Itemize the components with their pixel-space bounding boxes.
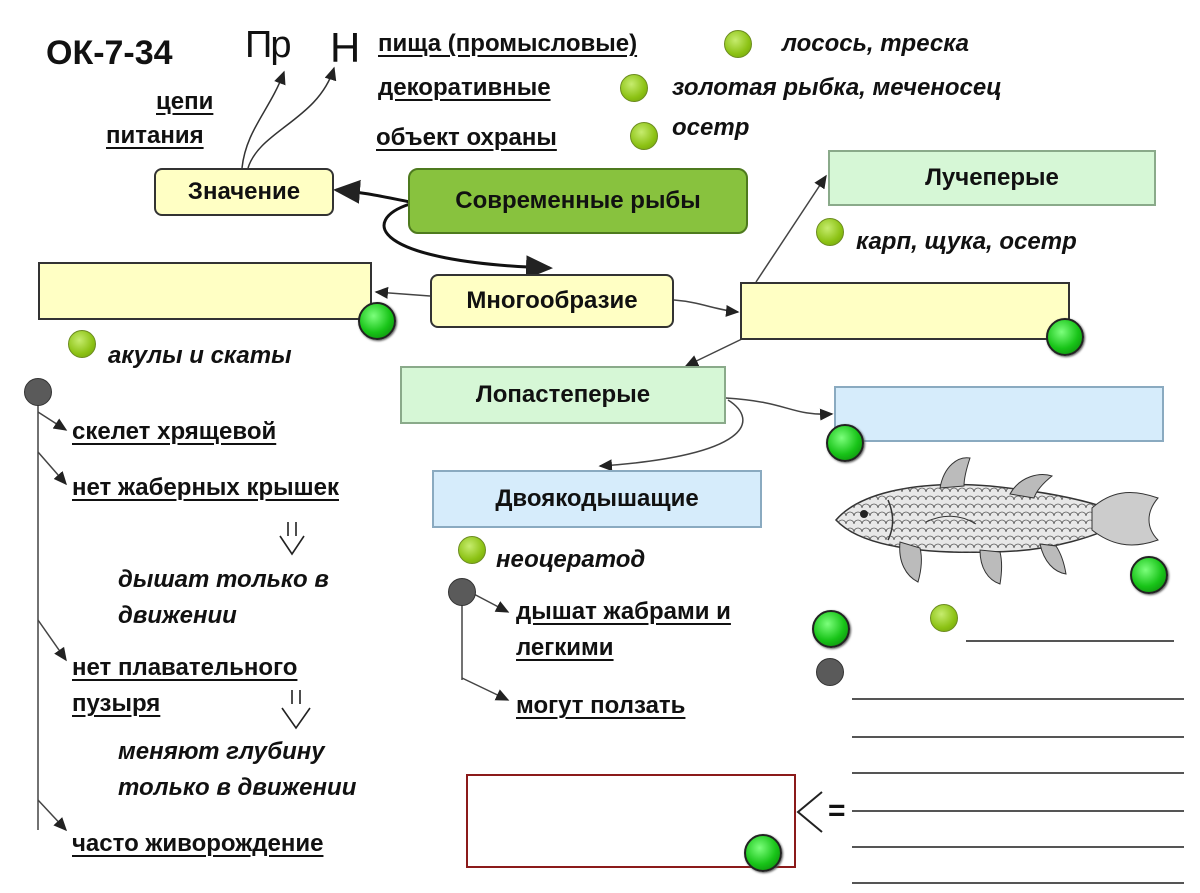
- answer-dot: [744, 834, 782, 872]
- node-dvoyakodyshashchie: Двоякодышащие: [432, 470, 762, 528]
- use-protection-label: объект охраны: [376, 124, 557, 151]
- glyph-pr: Пр: [245, 24, 291, 66]
- answer-dot: [816, 658, 844, 686]
- lungfish-trait-crawl: могут ползать: [516, 692, 686, 719]
- use-decor-example: золотая рыбка, меченосец: [672, 74, 1002, 101]
- blank-box-summary: [466, 774, 796, 868]
- trait-no-gill-covers: нет жаберных крышек: [72, 474, 339, 501]
- lungfish-trait-breath-2: легкими: [516, 634, 614, 661]
- lungfish-root-dot: [448, 578, 476, 606]
- answer-dot: [68, 330, 96, 358]
- answer-dot: [620, 74, 648, 102]
- answer-line: [852, 772, 1184, 774]
- use-decor-label: декоративные: [378, 74, 551, 101]
- answer-line: [852, 882, 1184, 884]
- example-lucheperye: карп, щука, осетр: [856, 228, 1077, 255]
- blank-box-bony: [740, 282, 1070, 340]
- answer-line: [852, 698, 1184, 700]
- card-code: ОК-7-34: [46, 34, 173, 72]
- chains-line-2: питания: [106, 122, 204, 149]
- trait-no-swim-bladder-2: пузыря: [72, 690, 161, 717]
- consequence-1a: дышат только в: [118, 566, 329, 593]
- blank-box-cartilaginous: [38, 262, 372, 320]
- trait-no-swim-bladder-1: нет плавательного: [72, 654, 298, 681]
- use-food-label: пища (промысловые): [378, 30, 638, 57]
- glyph-h: Н: [330, 24, 361, 71]
- node-sovremennye: Современные рыбы: [408, 168, 748, 234]
- chains-line-1: цепи: [156, 88, 214, 115]
- blank-box-coelacanth: [834, 386, 1164, 442]
- answer-dot: [826, 424, 864, 462]
- consequence-1b: движении: [118, 602, 237, 629]
- use-protection-example: осетр: [672, 114, 750, 141]
- use-food-example: лосось, треска: [782, 30, 970, 57]
- example-lungfish: неоцератод: [496, 546, 646, 573]
- answer-line: [852, 846, 1184, 848]
- node-lopasteperye: Лопастеперые: [400, 366, 726, 424]
- consequence-2b: только в движении: [118, 774, 357, 801]
- node-lucheperye: Лучеперые: [828, 150, 1156, 206]
- answer-dot: [812, 610, 850, 648]
- answer-line: [852, 810, 1184, 812]
- trait-skeleton: скелет хрящевой: [72, 418, 277, 445]
- coelacanth-illustration: [834, 457, 1159, 585]
- node-mnogoobrazie: Многообразие: [430, 274, 674, 328]
- answer-dot: [930, 604, 958, 632]
- answer-dot: [630, 122, 658, 150]
- example-sharks: акулы и скаты: [108, 342, 292, 369]
- answer-line: [852, 736, 1184, 738]
- lungfish-trait-breath-1: дышат жабрами и: [516, 598, 731, 625]
- trait-root-dot: [24, 378, 52, 406]
- answer-dot: [458, 536, 486, 564]
- answer-dot: [816, 218, 844, 246]
- answer-dot: [724, 30, 752, 58]
- answer-dot: [358, 302, 396, 340]
- equals-sign: =: [828, 794, 846, 827]
- answer-dot: [1130, 556, 1168, 594]
- node-znachenie: Значение: [154, 168, 334, 216]
- consequence-2a: меняют глубину: [118, 738, 325, 765]
- answer-dot: [1046, 318, 1084, 356]
- answer-line: [966, 640, 1174, 642]
- trait-viviparity: часто живорождение: [72, 830, 324, 857]
